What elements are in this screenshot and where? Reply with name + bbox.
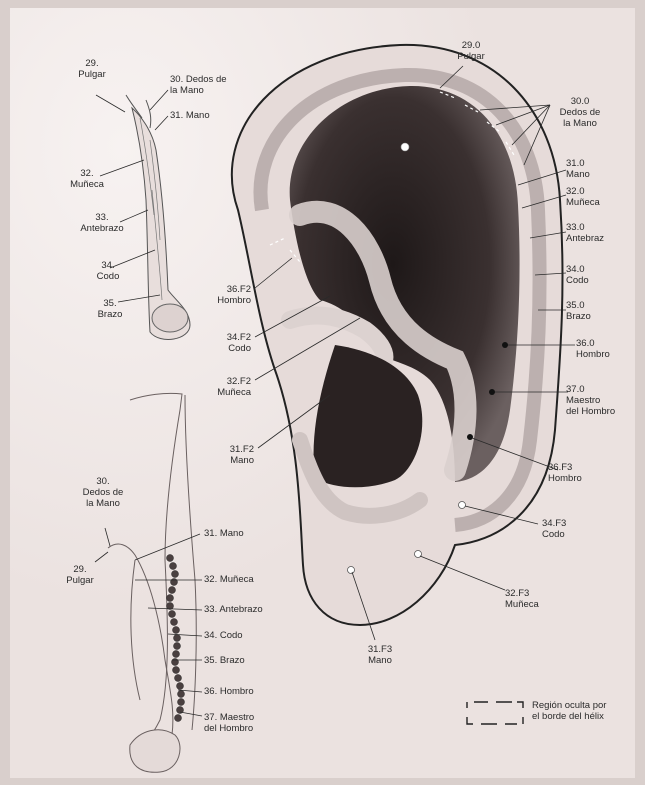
ear-point-dot [467,434,473,440]
label-30-dedos-top: 30. Dedos de la Mano [170,74,260,96]
label-32-muneca-top: 32. Muñeca [62,168,112,190]
label-37-maestro-bottom: 37. Maestro del Hombro [204,712,284,734]
label-35-0-brazo: 35.0 Brazo [566,300,626,322]
ear-point-dot [489,389,495,395]
label-36-0-hombro: 36.0 Hombro [576,338,636,360]
label-31-f3-mano: 31.F3 Mano [355,644,405,666]
ear-point-dot [459,502,466,509]
label-37-0-maestro: 37.0 Maestro del Hombro [566,384,636,417]
label-29-pulgar-bottom: 29. Pulgar [58,564,102,586]
label-29-0-pulgar: 29.0 Pulgar [446,40,496,62]
label-31-mano-bottom: 31. Mano [204,528,284,539]
label-32-muneca-bottom: 32. Muñeca [204,574,294,585]
ear-point-dot [348,567,355,574]
label-32-f2-muneca: 32.F2 Muñeca [195,376,251,398]
legend-hidden-region-text: Región oculta por el borde del hélix [532,700,632,722]
label-32-f3-muneca: 32.F3 Muñeca [505,588,565,610]
label-30-0-dedos: 30.0 Dedos de la Mano [552,96,608,129]
label-31-0-mano: 31.0 Mano [566,158,626,180]
label-29-pulgar-top: 29. Pulgar [72,58,112,80]
ear-point-dot [401,143,409,151]
label-34-f2-codo: 34.F2 Codo [195,332,251,354]
label-33-antebrazo-top: 33. Antebrazo [72,212,132,234]
label-31-mano-top: 31. Mano [170,110,250,121]
label-33-0-antebraz: 33.0 Antebraz [566,222,626,244]
label-34-codo-top: 34. Codo [88,260,128,282]
label-34-f3-codo: 34.F3 Codo [542,518,602,540]
label-36-f3-hombro: 36.F3 Hombro [548,462,608,484]
label-36-f2-hombro: 36.F2 Hombro [195,284,251,306]
label-33-antebrazo-bottom: 33. Antebrazo [204,604,304,615]
label-30-dedos-bottom: 30. Dedos de la Mano [68,476,138,509]
label-35-brazo-top: 35. Brazo [90,298,130,320]
label-31-f2-mano: 31.F2 Mano [198,444,254,466]
ear-point-dot [502,342,508,348]
label-34-0-codo: 34.0 Codo [566,264,626,286]
label-35-brazo-bottom: 35. Brazo [204,655,284,666]
label-34-codo-bottom: 34. Codo [204,630,284,641]
label-32-0-muneca: 32.0 Muñeca [566,186,626,208]
label-36-hombro-bottom: 36. Hombro [204,686,284,697]
